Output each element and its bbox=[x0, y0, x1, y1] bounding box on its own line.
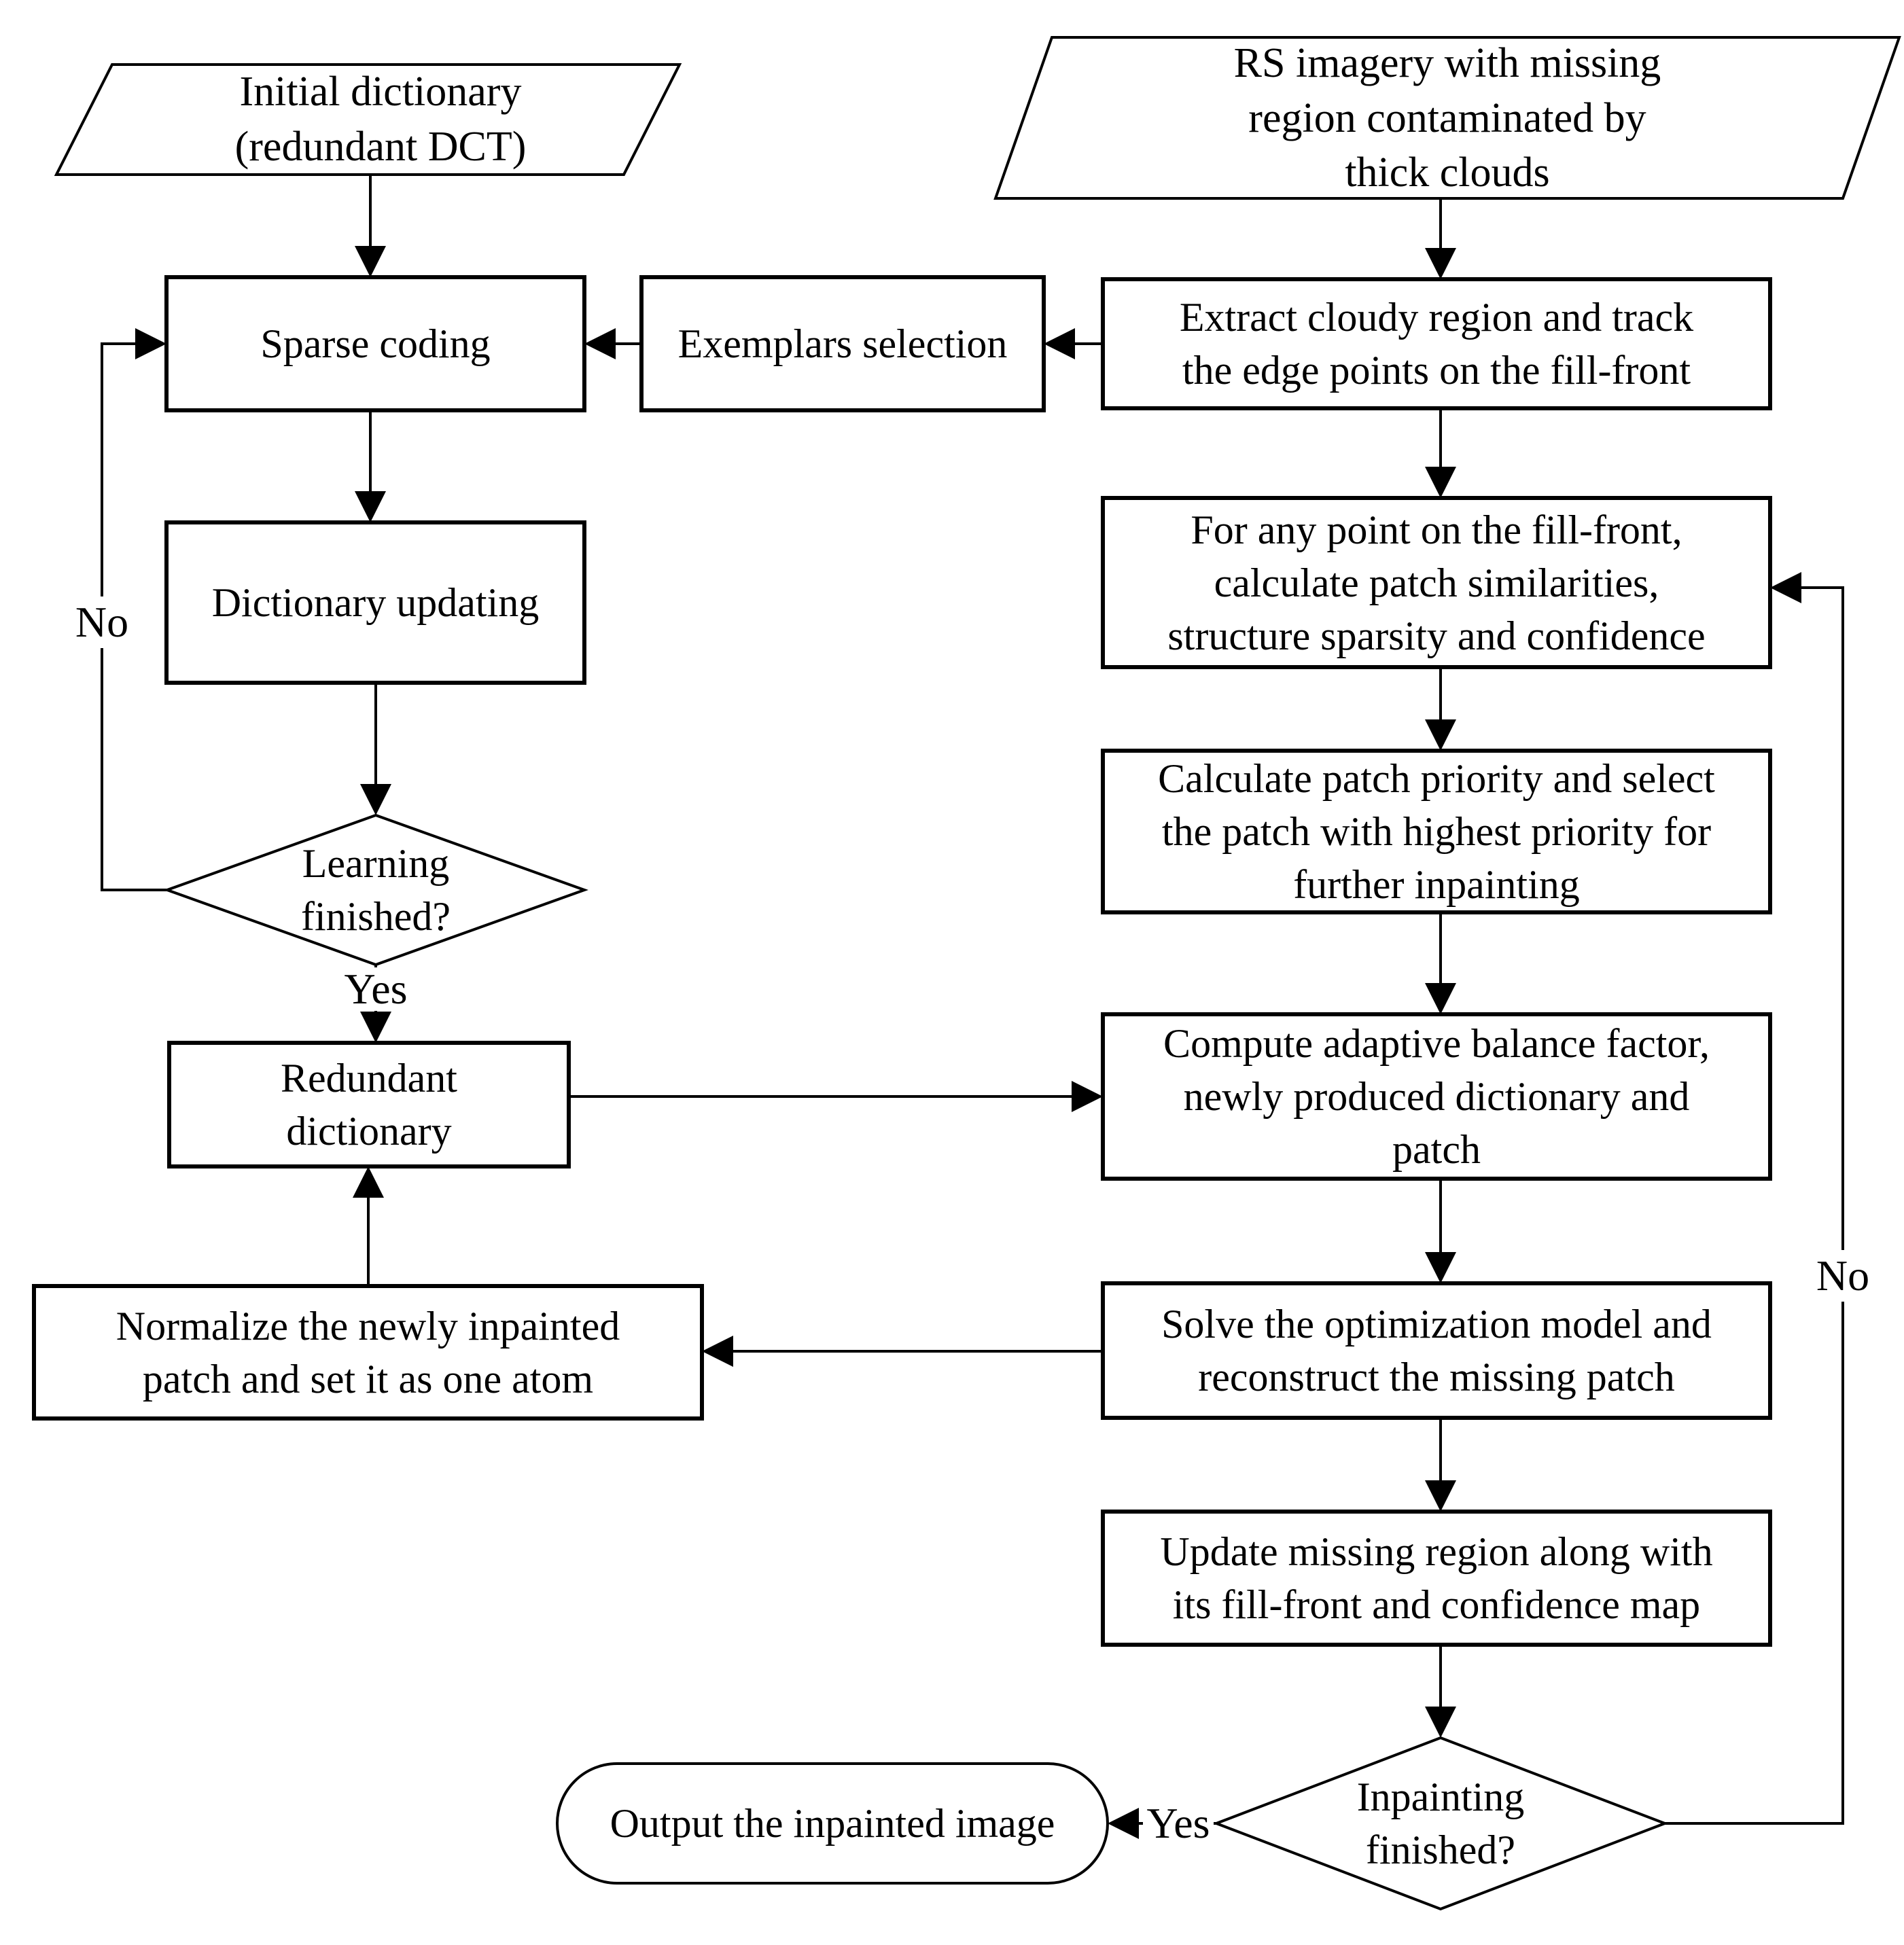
edge-label-learning-yes: Yes bbox=[328, 967, 423, 1011]
arrow-sparse-coding-to-dictionary-updating bbox=[355, 410, 386, 522]
arrow-calculate-priority-to-compute-balance bbox=[1425, 912, 1456, 1014]
node-extract-cloudy-shape bbox=[1101, 277, 1772, 410]
node-inpainting-finished-shape bbox=[1212, 1736, 1669, 1911]
arrow-redundant-dictionary-to-compute-balance bbox=[569, 1081, 1103, 1112]
node-normalize-patch-shape bbox=[32, 1284, 704, 1421]
node-rs-imagery-shape bbox=[993, 36, 1901, 200]
arrow-rs-imagery-to-extract-cloudy bbox=[1425, 198, 1456, 279]
arrow-initial-dictionary-to-sparse-coding bbox=[355, 175, 386, 277]
edge-label-inpainting-no: No bbox=[1801, 1250, 1885, 1302]
arrow-exemplars-to-sparse-coding bbox=[584, 328, 641, 359]
arrow-for-any-point-to-calculate-priority bbox=[1425, 667, 1456, 751]
arrow-inpainting-finished-no-to-for-any-point bbox=[1665, 572, 1844, 1825]
node-sparse-coding-shape bbox=[164, 275, 586, 412]
node-update-region-shape bbox=[1101, 1510, 1772, 1647]
edge-label-learning-no: No bbox=[61, 596, 143, 648]
node-compute-balance-shape bbox=[1101, 1012, 1772, 1181]
arrow-update-region-to-inpainting-finished bbox=[1425, 1645, 1456, 1738]
arrow-solve-model-to-update-region bbox=[1425, 1418, 1456, 1512]
node-dictionary-updating-shape bbox=[164, 520, 586, 685]
node-solve-model-shape bbox=[1101, 1281, 1772, 1420]
arrow-extract-cloudy-to-for-any-point bbox=[1425, 408, 1456, 498]
arrow-compute-balance-to-solve-model bbox=[1425, 1179, 1456, 1283]
node-redundant-dictionary-shape bbox=[167, 1041, 571, 1168]
arrow-normalize-patch-to-redundant-dictionary bbox=[353, 1166, 384, 1286]
node-output-image-shape bbox=[556, 1762, 1109, 1885]
node-calculate-priority-shape bbox=[1101, 749, 1772, 914]
arrow-solve-model-to-normalize-patch bbox=[702, 1336, 1103, 1367]
node-for-any-point-shape bbox=[1101, 496, 1772, 669]
arrow-dictionary-updating-to-learning-finished bbox=[360, 683, 391, 815]
edge-label-inpainting-yes: Yes bbox=[1143, 1798, 1214, 1849]
node-exemplars-selection-shape bbox=[639, 275, 1046, 412]
node-initial-dictionary-shape bbox=[54, 63, 682, 176]
arrow-extract-cloudy-to-exemplars bbox=[1044, 328, 1103, 359]
node-learning-finished-shape bbox=[163, 813, 588, 967]
